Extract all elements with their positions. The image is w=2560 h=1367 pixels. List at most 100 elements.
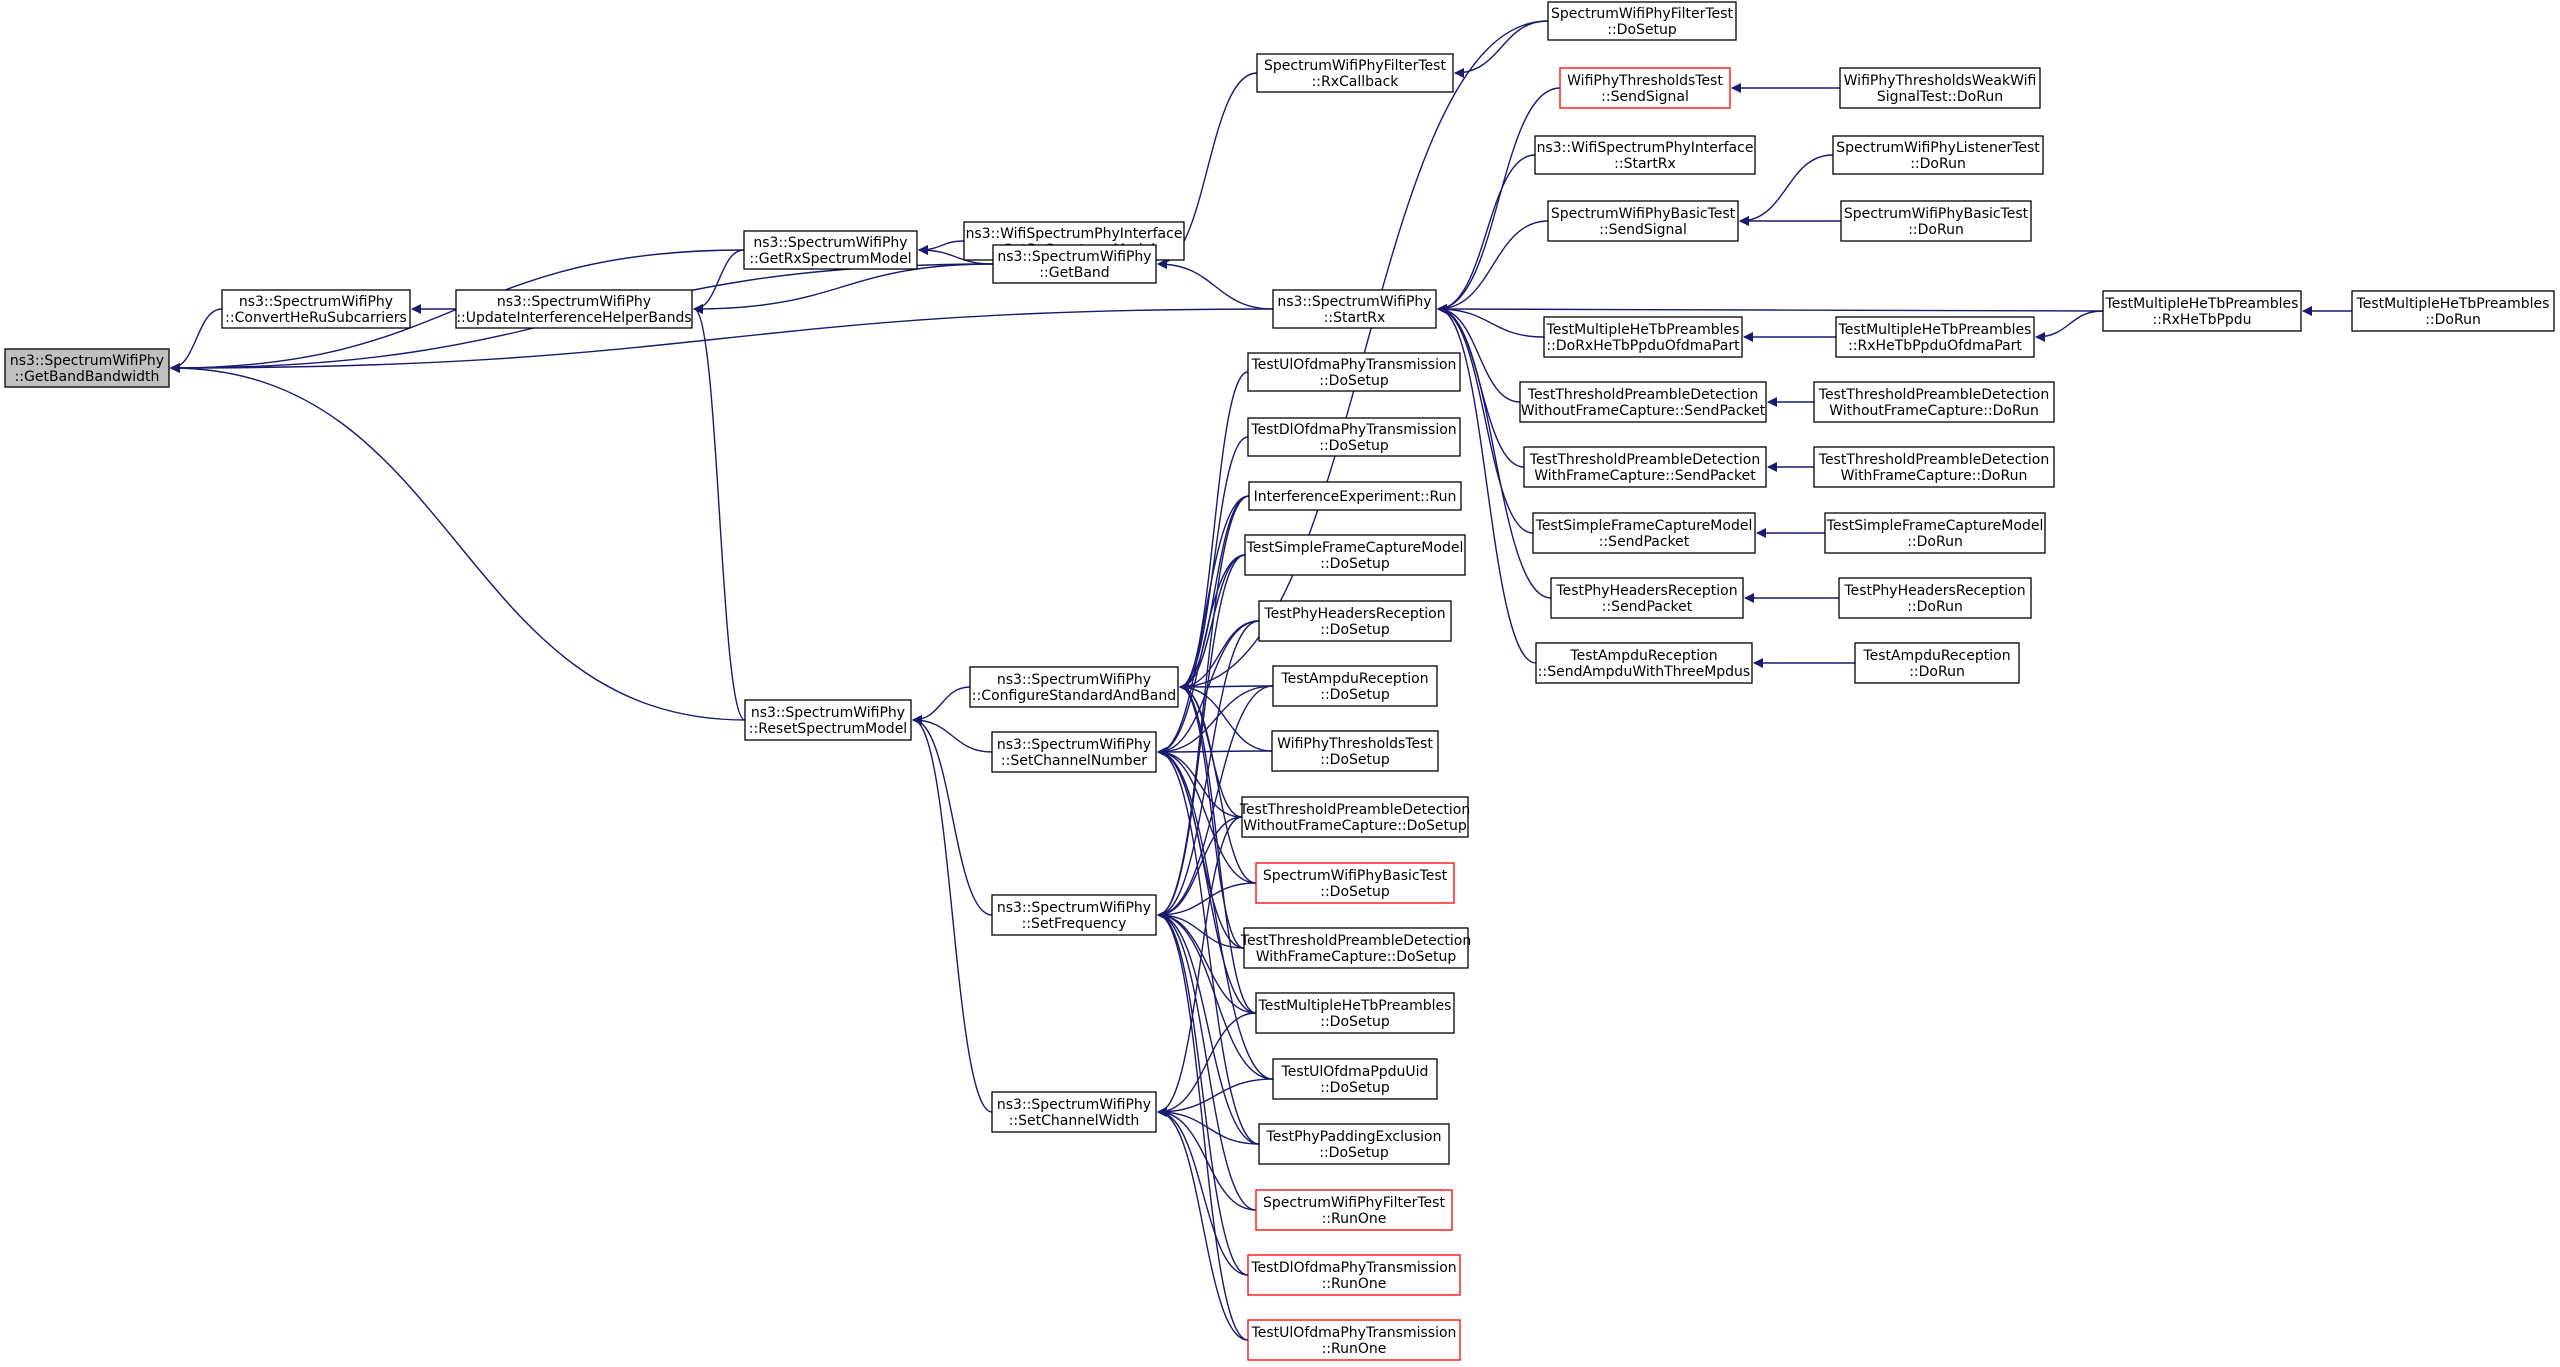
node-box (1241, 796, 1469, 838)
node-ampRun[interactable]: TestAmpduReception::DoRun (1854, 642, 2020, 684)
node-filtRxCb[interactable]: SpectrumWifiPhyFilterTest::RxCallback (1256, 53, 1454, 93)
edge-ulTxSet-to-cfgStd (1179, 371, 1249, 692)
node-convHe[interactable]: ns3::SpectrumWifiPhy::ConvertHeRuSubcarr… (221, 289, 411, 329)
node-dlRun1[interactable]: TestDlOfdmaPhyTransmission::RunOne (1247, 1254, 1461, 1296)
node-label-line: SpectrumWifiPhyListenerTest (1836, 140, 2040, 156)
node-setChN[interactable]: ns3::SpectrumWifiPhy::SetChannelNumber (991, 731, 1157, 773)
edge-setChW-to-resetSM (912, 715, 993, 1113)
node-getBand[interactable]: ns3::SpectrumWifiPhy::GetBand (992, 244, 1157, 284)
node-root[interactable]: ns3::SpectrumWifiPhy::GetBandBandwidth (4, 348, 170, 388)
node-setChW[interactable]: ns3::SpectrumWifiPhy::SetChannelWidth (991, 1091, 1157, 1133)
node-mhSet[interactable]: TestMultipleHeTbPreambles::DoSetup (1255, 992, 1455, 1034)
edge-ampSet-to-cfgStd (1179, 681, 1274, 692)
node-box (1839, 67, 2041, 109)
node-box (1523, 446, 1767, 488)
node-label-line: ns3::WifiSpectrumPhyInterface (966, 226, 1183, 242)
node-label-line: ns3::SpectrumWifiPhy (497, 294, 651, 310)
edge-dlRun1-to-setFreq (1157, 910, 1249, 1276)
node-basicSend[interactable]: SpectrumWifiPhyBasicTest::SendSignal (1547, 200, 1739, 242)
node-sfcRun[interactable]: TestSimpleFrameCaptureModel::DoRun (1824, 512, 2046, 554)
node-label-line: ::DoSetup (1320, 1080, 1390, 1096)
node-label-line: TestMultipleHeTbPreambles (1546, 322, 1740, 338)
node-setFreq[interactable]: ns3::SpectrumWifiPhy::SetFrequency (991, 894, 1157, 936)
edge-getBand-to-updIntf (693, 263, 994, 314)
node-label-line: ::DoSetup (1319, 373, 1389, 389)
node-tpdWSet[interactable]: TestThresholdPreambleDetectionWithFrameC… (1240, 927, 1471, 969)
node-startRx[interactable]: ns3::SpectrumWifiPhy::StartRx (1272, 289, 1437, 329)
node-ulTxSet[interactable]: TestUlOfdmaPhyTransmission::DoSetup (1247, 352, 1461, 392)
node-label-line: TestUlOfdmaPhyTransmission (1251, 1325, 1457, 1341)
node-label-line: TestDlOfdmaPhyTransmission (1250, 422, 1456, 438)
node-label-line: TestThresholdPreambleDetection (1527, 387, 1758, 403)
node-tpdWRun[interactable]: TestThresholdPreambleDetectionWithFrameC… (1813, 446, 2055, 488)
node-thrSet[interactable]: WifiPhyThresholdsTest::DoSetup (1271, 730, 1439, 772)
node-padSet[interactable]: TestPhyPaddingExclusion::DoSetup (1258, 1123, 1450, 1165)
edge-sfcSet-to-setChN (1157, 554, 1246, 757)
node-box (1535, 642, 1753, 684)
node-tpdWSend[interactable]: TestThresholdPreambleDetectionWithFrameC… (1523, 446, 1767, 488)
node-updIntf[interactable]: ns3::SpectrumWifiPhy::UpdateInterference… (455, 289, 693, 329)
edges (170, 20, 2352, 1341)
node-ulRun1[interactable]: TestUlOfdmaPhyTransmission::RunOne (1247, 1319, 1461, 1361)
node-thrWeak[interactable]: WifiPhyThresholdsWeakWifiSignalTest::DoR… (1839, 67, 2041, 109)
node-sfcSend[interactable]: TestSimpleFrameCaptureModel::SendPacket (1532, 512, 1756, 554)
node-filtRun1[interactable]: SpectrumWifiPhyFilterTest::RunOne (1255, 1189, 1453, 1231)
node-box (1247, 1319, 1461, 1361)
node-ampSend[interactable]: TestAmpduReception::SendAmpduWithThreeMp… (1535, 642, 1753, 684)
node-label-line: WifiPhyThresholdsWeakWifi (1844, 73, 2037, 89)
node-box (1247, 1254, 1461, 1296)
node-tpdWoRun[interactable]: TestThresholdPreambleDetectionWithoutFra… (1813, 381, 2055, 423)
node-box (1272, 289, 1437, 329)
edge-tpdWoSet-to-setChW (1157, 816, 1243, 1117)
node-box (1838, 577, 2032, 619)
node-sfcSet[interactable]: TestSimpleFrameCaptureModel::DoSetup (1244, 534, 1466, 576)
node-label-line: TestSimpleFrameCaptureModel (1535, 518, 1753, 534)
node-filtSetup[interactable]: SpectrumWifiPhyFilterTest::DoSetup (1547, 1, 1737, 41)
node-label-line: TestDlOfdmaPhyTransmission (1250, 1260, 1456, 1276)
node-phrSet[interactable]: TestPhyHeadersReception::DoSetup (1258, 600, 1452, 642)
node-mhRun[interactable]: TestMultipleHeTbPreambles::DoRun (2351, 290, 2555, 332)
node-label-line: TestMultipleHeTbPreambles (2105, 296, 2299, 312)
node-cfgStd[interactable]: ns3::SpectrumWifiPhy::ConfigureStandardA… (969, 666, 1179, 708)
node-dlTxSet[interactable]: TestDlOfdmaPhyTransmission::DoSetup (1247, 417, 1461, 457)
node-box (2351, 290, 2555, 332)
node-label-line: ::DoSetup (1320, 752, 1390, 768)
node-label-line: ::DoRun (1907, 534, 1963, 550)
node-phrRun[interactable]: TestPhyHeadersReception::DoRun (1838, 577, 2032, 619)
node-ampSet[interactable]: TestAmpduReception::DoSetup (1272, 665, 1438, 707)
node-box (1840, 200, 2032, 242)
node-label-line: InterferenceExperiment::Run (1254, 489, 1457, 505)
node-basicSet[interactable]: SpectrumWifiPhyBasicTest::DoSetup (1255, 862, 1455, 904)
node-listRun[interactable]: SpectrumWifiPhyListenerTest::DoRun (1832, 135, 2044, 175)
edge-basicSet-to-cfgStd (1179, 682, 1257, 884)
edge-mhRxHe-to-mhRxOf (2035, 310, 2104, 342)
node-resetSM[interactable]: ns3::SpectrumWifiPhy::ResetSpectrumModel (744, 699, 912, 741)
node-label-line: WifiPhyThresholdsTest (1277, 736, 1433, 752)
node-ulUidSet[interactable]: TestUlOfdmaPpduUid::DoSetup (1272, 1058, 1438, 1100)
node-tpdWoSend[interactable]: TestThresholdPreambleDetectionWithoutFra… (1519, 381, 1767, 423)
node-box (991, 894, 1157, 936)
node-phrSend[interactable]: TestPhyHeadersReception::SendPacket (1550, 577, 1744, 619)
node-box (1543, 316, 1743, 358)
edge-tpdWSet-to-setFreq (1157, 910, 1245, 949)
node-mhRxHe[interactable]: TestMultipleHeTbPreambles::RxHeTbPpdu (2102, 290, 2302, 332)
node-label-line: ns3::SpectrumWifiPhy (997, 737, 1151, 753)
node-basicRun[interactable]: SpectrumWifiPhyBasicTest::DoRun (1840, 200, 2032, 242)
node-label-line: SpectrumWifiPhyBasicTest (1551, 206, 1736, 222)
node-mhDoRx[interactable]: TestMultipleHeTbPreambles::DoRxHeTbPpduO… (1543, 316, 1743, 358)
node-label-line: ::RxHeTbPpdu (2152, 312, 2251, 328)
edge-basicSet-to-setFreq (1157, 882, 1257, 920)
node-intfRun[interactable]: InterferenceExperiment::Run (1248, 481, 1462, 511)
node-label-line: ::SetChannelNumber (1001, 753, 1147, 769)
edge-ulUidSet-to-setChW (1157, 1078, 1274, 1117)
node-getRxSM[interactable]: ns3::SpectrumWifiPhy::GetRxSpectrumModel (743, 230, 918, 270)
node-label-line: ::RunOne (1322, 1276, 1387, 1292)
node-ifStartRx[interactable]: ns3::WifiSpectrumPhyInterface::StartRx (1534, 135, 1756, 175)
edge-thrSend-to-startRx (1437, 87, 1561, 314)
node-label-line: ::DoRun (1907, 599, 1963, 615)
node-thrSend[interactable]: WifiPhyThresholdsTest::SendSignal (1559, 67, 1731, 109)
node-tpdWoSet[interactable]: TestThresholdPreambleDetectionWithoutFra… (1239, 796, 1470, 838)
node-mhRxOf[interactable]: TestMultipleHeTbPreambles::RxHeTbPpduOfd… (1835, 316, 2035, 358)
edge-ulUidSet-to-setFreq (1157, 910, 1274, 1080)
